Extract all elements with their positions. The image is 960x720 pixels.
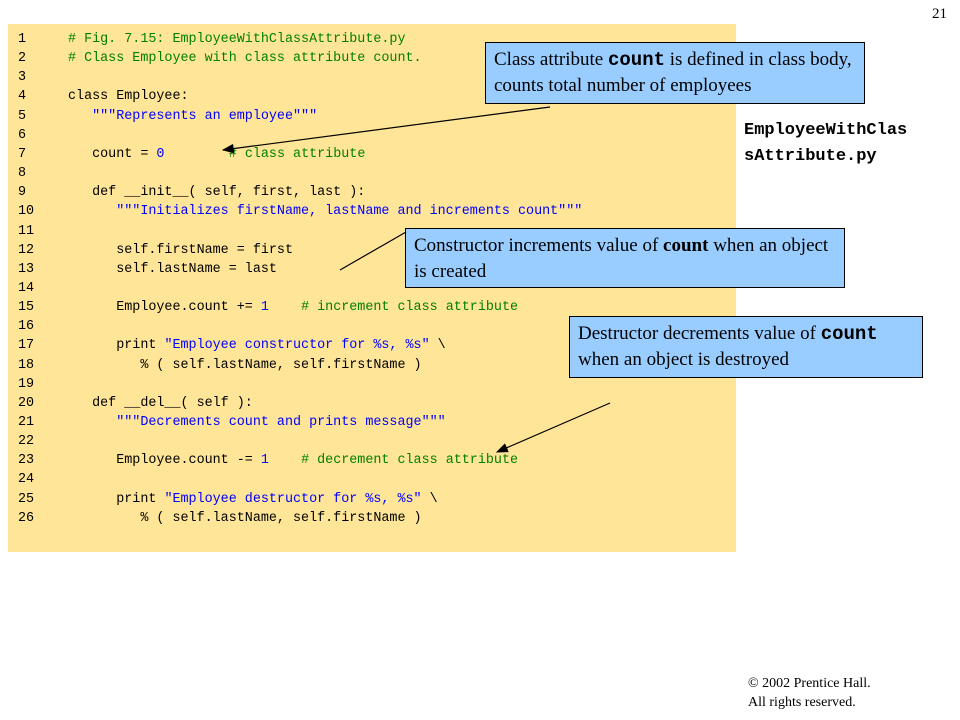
arrow-to-count — [221, 106, 551, 154]
file-title-line-1: EmployeeWithClas — [744, 121, 908, 140]
code-token: """Initializes firstName, lastName and i… — [68, 204, 583, 220]
callout-code: count — [820, 323, 878, 345]
callout-text: Destructor decrements value of — [578, 323, 821, 344]
code-token: def __init__( self, first, last ): — [68, 185, 366, 201]
code-token: "Employee destructor for %s, %s" — [164, 491, 422, 507]
line-number: 6 — [18, 127, 27, 143]
code-token: % ( self.lastName, self.firstName ) — [68, 357, 422, 373]
code-token: # decrement class attribute — [301, 453, 519, 469]
line-code: # Fig. 7.15: EmployeeWithClassAttribute.… — [68, 30, 406, 49]
code-token: # class attribute — [228, 146, 366, 162]
code-token: """Represents an employee""" — [68, 108, 318, 124]
line-code: def __del__( self ): — [68, 394, 253, 413]
line-number: 24 — [18, 472, 35, 488]
copyright-notice: © 2002 Prentice Hall. All rights reserve… — [748, 674, 871, 712]
line-code: self.lastName = last — [68, 260, 277, 279]
line-number: 21 — [18, 415, 35, 430]
callout-bold: count — [663, 235, 709, 256]
callout-class-attribute: Class attribute count is defined in clas… — [485, 42, 865, 104]
line-number: 3 — [18, 70, 27, 86]
line-number: 20 — [18, 395, 35, 411]
code-token: 1 — [260, 453, 269, 469]
line-number: 13 — [18, 261, 35, 277]
code-token: \ — [421, 491, 438, 507]
line-number: 18 — [18, 357, 35, 373]
line-number: 12 — [18, 242, 35, 258]
code-token: count = — [68, 146, 157, 162]
line-code: self.firstName = first — [68, 241, 293, 260]
line-code: class Employee: — [68, 87, 189, 106]
callout-text: Class attribute — [494, 49, 608, 70]
copyright-line-1: © 2002 Prentice Hall. — [748, 676, 871, 691]
code-token: self.firstName = first — [68, 242, 293, 258]
line-code: """Represents an employee""" — [68, 107, 317, 126]
callout-text: is defined in class body, counts total n… — [494, 49, 852, 96]
line-number: 4 — [18, 89, 27, 105]
line-code: count = 0 # class attribute — [68, 145, 365, 164]
line-number: 19 — [18, 376, 35, 392]
line-code: % ( self.lastName, self.firstName ) — [68, 356, 422, 375]
code-token: print — [68, 338, 165, 354]
line-number: 26 — [18, 510, 35, 526]
line-number: 2 — [18, 51, 27, 67]
line-number: 7 — [18, 146, 27, 162]
line-number: 14 — [18, 280, 35, 296]
line-code: def __init__( self, first, last ): — [68, 183, 365, 202]
connector-constructor — [339, 231, 407, 271]
code-token: print — [68, 491, 165, 507]
line-code: print "Employee destructor for %s, %s" \ — [68, 490, 438, 509]
callout-destructor: Destructor decrements value of count whe… — [569, 316, 923, 378]
code-token: """Decrements count and prints message""… — [68, 415, 446, 430]
callout-text: Constructor increments value of — [414, 235, 664, 256]
line-number: 25 — [18, 491, 35, 507]
code-token: Employee.count += — [68, 300, 261, 316]
code-token: Employee.count -= — [68, 453, 261, 469]
line-number: 17 — [18, 338, 35, 354]
code-listing: 1 # Fig. 7.15: EmployeeWithClassAttribute… — [8, 24, 736, 552]
arrow-to-decrement — [495, 402, 611, 453]
line-number: 5 — [18, 108, 27, 124]
slide-page-number: 21 — [932, 6, 947, 22]
line-number: 9 — [18, 185, 27, 201]
line-number: 16 — [18, 319, 35, 335]
file-title-line-2: sAttribute.py — [744, 147, 877, 166]
line-code: """Decrements count and prints message""… — [68, 413, 446, 432]
line-code: """Initializes firstName, lastName and i… — [68, 202, 582, 221]
callout-text: when an object is created — [414, 235, 829, 282]
code-token: % ( self.lastName, self.firstName ) — [68, 510, 422, 526]
code-token: self.lastName = last — [68, 261, 277, 277]
line-number: 23 — [18, 453, 35, 469]
line-number: 15 — [18, 300, 35, 316]
line-number: 10 — [18, 204, 35, 220]
code-token: 0 — [156, 146, 165, 162]
line-code: # Class Employee with class attribute co… — [68, 49, 422, 68]
callout-code: count — [607, 49, 665, 71]
code-token: \ — [429, 338, 446, 354]
code-token: 1 — [260, 300, 269, 316]
code-token: class Employee: — [68, 89, 189, 105]
line-number: 22 — [18, 434, 35, 450]
line-code: % ( self.lastName, self.firstName ) — [68, 509, 422, 528]
code-token: # Fig. 7.15: EmployeeWithClassAttribute.… — [68, 32, 406, 47]
code-token: # increment class attribute — [301, 300, 519, 316]
file-title: EmployeeWithClas sAttribute.py — [744, 118, 907, 170]
callout-constructor: Constructor increments value of count wh… — [405, 228, 845, 288]
callout-text: when an object is destroyed — [578, 349, 790, 370]
code-token: "Employee constructor for %s, %s" — [164, 338, 430, 354]
line-number: 8 — [18, 166, 27, 182]
line-code: Employee.count += 1 # increment class at… — [68, 298, 518, 317]
code-token: def __del__( self ): — [68, 395, 253, 411]
line-number: 1 — [18, 32, 27, 47]
line-code: Employee.count -= 1 # decrement class at… — [68, 451, 518, 470]
code-token: # Class Employee with class attribute co… — [68, 51, 422, 67]
line-code: print "Employee constructor for %s, %s" … — [68, 336, 446, 355]
line-number: 11 — [18, 223, 35, 239]
copyright-line-2: All rights reserved. — [748, 695, 856, 710]
